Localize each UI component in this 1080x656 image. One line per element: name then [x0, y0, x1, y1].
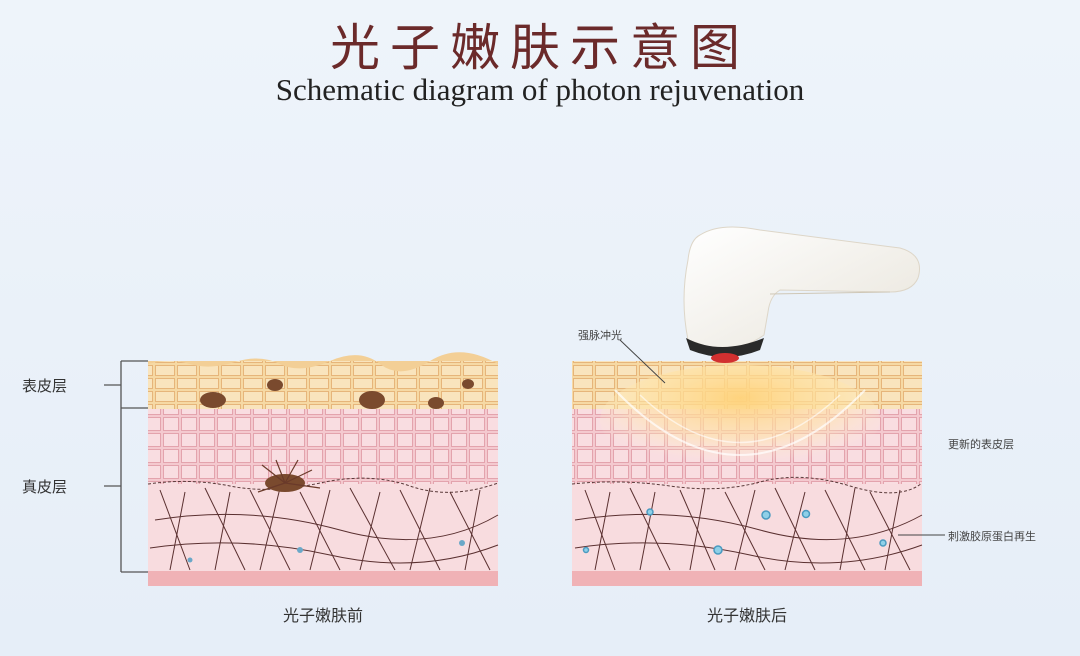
- annotation-light-pulse: 强脉冲光: [578, 329, 622, 342]
- label-epidermis: 表皮层: [22, 377, 68, 395]
- title-chinese: 光子嫩肤示意图: [330, 19, 750, 77]
- annotation-renewed-epidermis: 更新的表皮层: [948, 438, 1014, 451]
- fibroblast-icon: [187, 540, 465, 563]
- collagen-fibers-after: [574, 487, 923, 571]
- skin-before-panel: [147, 352, 499, 586]
- light-glow: [600, 365, 880, 475]
- annotation-collagen-regen: 刺激胶原蛋白再生: [948, 530, 1036, 543]
- collagen-fibers-before: [149, 487, 499, 571]
- ipl-handpiece-icon: [683, 226, 920, 363]
- layer-bracket: [104, 360, 148, 573]
- label-dermis: 真皮层: [22, 478, 68, 496]
- annotation-lines: [619, 339, 945, 536]
- fibroblast-icon: [582, 508, 887, 555]
- caption-after: 光子嫩肤后: [706, 606, 787, 625]
- caption-before: 光子嫩肤前: [282, 606, 363, 625]
- title-english: Schematic diagram of photon rejuvenation: [275, 72, 805, 107]
- skin-after-panel: [571, 361, 923, 586]
- melanocyte-branches: [257, 459, 321, 493]
